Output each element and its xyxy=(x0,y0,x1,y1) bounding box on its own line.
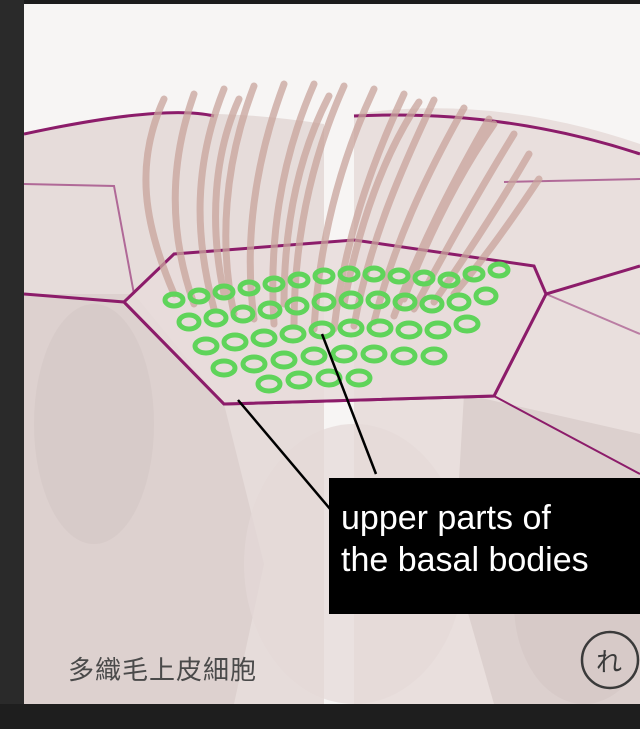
left-frame-bar xyxy=(0,0,24,729)
basal-bodies-callout: upper parts of the basal bodies xyxy=(329,478,640,614)
callout-line-2: the basal bodies xyxy=(341,540,589,580)
stamp-glyph: れ xyxy=(596,642,622,679)
bottom-frame-bar xyxy=(0,704,640,729)
cell-shadow-left xyxy=(34,304,154,544)
illustration-caption: 多織毛上皮細胞 xyxy=(68,650,257,687)
callout-line-1: upper parts of xyxy=(341,498,551,538)
